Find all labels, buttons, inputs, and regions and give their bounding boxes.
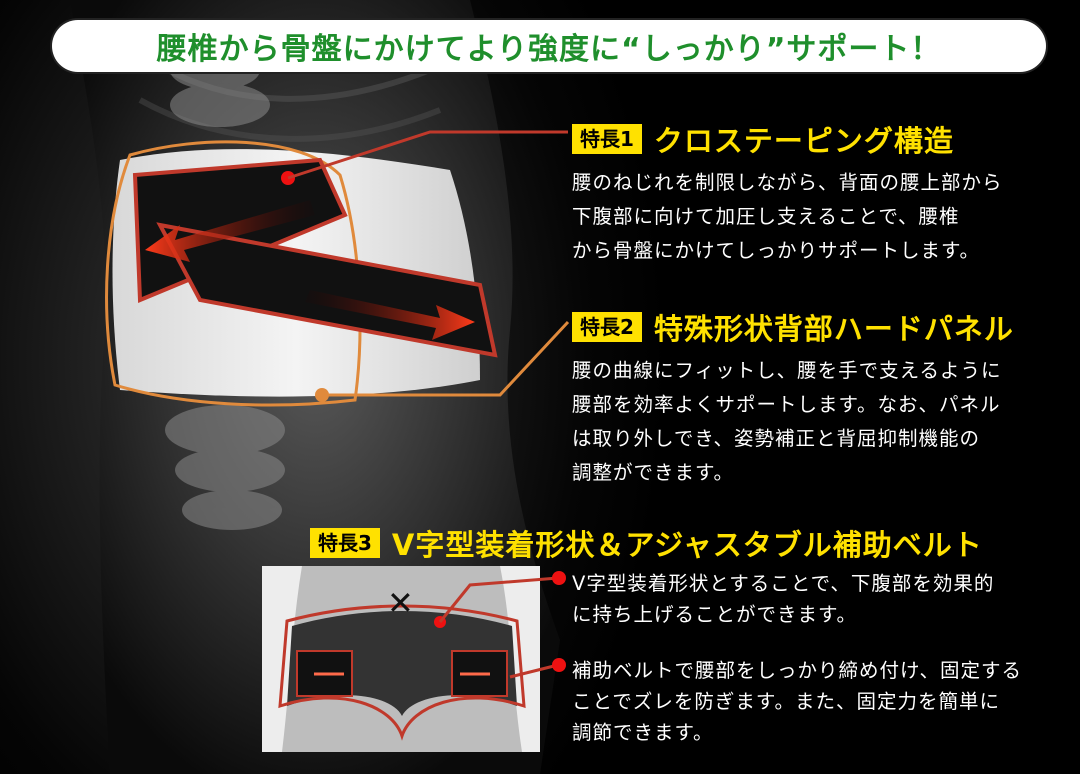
feature-2-line: は取り外しでき、姿勢補正と背屈抑制機能の <box>572 427 981 450</box>
feature-3-badge: 特長3 <box>310 528 380 558</box>
feature-2: 特長2 特殊形状背部ハードパネル 腰の曲線にフィットし、腰を手で支えるように 腰… <box>572 306 1014 490</box>
bullet-2-line: ことでズレを防ぎます。また、固定力を簡単に <box>572 690 1000 713</box>
headline-banner: 腰椎から骨盤にかけてより強度に“しっかり”サポート！ <box>52 20 1046 72</box>
back-panel-outline <box>105 140 362 407</box>
feature-1-badge: 特長1 <box>572 124 642 154</box>
feature-2-line: 調整ができます。 <box>572 461 735 484</box>
feature-1-line: から骨盤にかけてしっかりサポートします。 <box>572 239 981 262</box>
bullet-1-line: V字型装着形状とすることで、下腹部を効果的 <box>572 572 995 595</box>
feature-1-header: 特長1 クロステーピング構造 <box>572 118 1003 160</box>
feature-3-header: 特長3 V字型装着形状＆アジャスタブル補助ベルト <box>310 522 983 564</box>
rib-shade <box>138 97 442 142</box>
inset-x-mark: ✕ <box>387 584 414 622</box>
feature-1-title: クロステーピング構造 <box>653 124 954 158</box>
bullet-2-line: 調節できます。 <box>572 721 714 744</box>
bullet-dot-2 <box>552 658 566 672</box>
feature-1-description: 腰のねじれを制限しながら、背面の腰上部から 下腹部に向けて加圧し支えることで、腰… <box>572 166 1003 268</box>
feature-2-description: 腰の曲線にフィットし、腰を手で支えるように 腰部を効率よくサポートします。なお、… <box>572 354 1014 490</box>
compression-arrow-right <box>305 290 475 340</box>
feature-3: 特長3 V字型装着形状＆アジャスタブル補助ベルト <box>310 522 983 564</box>
callout-line-2 <box>322 320 570 397</box>
feature-2-line: 腰の曲線にフィットし、腰を手で支えるように <box>572 359 1002 382</box>
feature-2-title: 特殊形状背部ハードパネル <box>653 312 1014 346</box>
bullet-1-line: に持ち上げることができます。 <box>572 603 858 626</box>
inset-callout-dot <box>434 616 446 628</box>
feature-1: 特長1 クロステーピング構造 腰のねじれを制限しながら、背面の腰上部から 下腹部… <box>572 118 1003 268</box>
bullet-dot-1 <box>552 571 566 585</box>
feature-1-line: 腰のねじれを制限しながら、背面の腰上部から <box>572 171 1003 194</box>
feature-3-title: V字型装着形状＆アジャスタブル補助ベルト <box>391 528 983 562</box>
callout-line-1 <box>287 130 568 180</box>
v-shape-inset-illustration: ✕ <box>262 566 540 752</box>
bullet-2-line: 補助ベルトで腰部をしっかり締め付け、固定する <box>572 659 1023 682</box>
feature-3-bullet-1: V字型装着形状とすることで、下腹部を効果的 に持ち上げることができます。 <box>572 568 994 630</box>
feature-1-line: 下腹部に向けて加圧し支えることで、腰椎 <box>572 205 960 228</box>
inset-v-outline <box>278 604 526 741</box>
feature-3-bullet-2: 補助ベルトで腰部をしっかり締め付け、固定する ことでズレを防ぎます。また、固定力… <box>572 655 1022 748</box>
compression-arrow-left <box>145 200 315 262</box>
headline-text: 腰椎から骨盤にかけてより強度に“しっかり”サポート！ <box>156 32 942 67</box>
feature-2-badge: 特長2 <box>572 312 642 342</box>
feature-2-header: 特長2 特殊形状背部ハードパネル <box>572 306 1014 348</box>
feature-2-line: 腰部を効率よくサポートします。なお、パネル <box>572 393 1001 416</box>
